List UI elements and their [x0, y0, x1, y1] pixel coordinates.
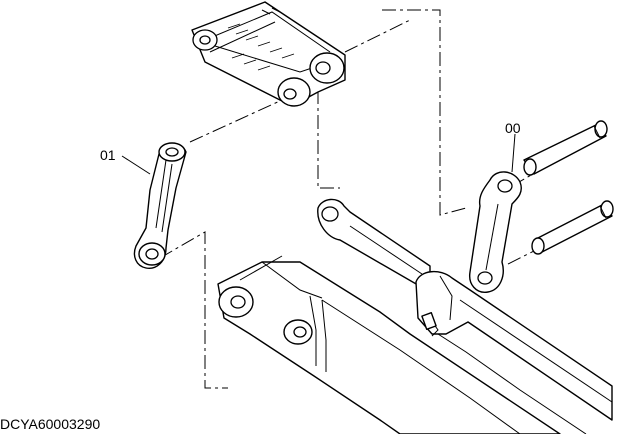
top-link-bracket [191, 1, 346, 107]
callout-01: 01 [100, 147, 151, 175]
link-01 [133, 142, 187, 269]
pin-lower [531, 200, 614, 255]
cylinder-rod [317, 198, 431, 293]
callout-00: 00 [505, 120, 521, 173]
cylinder-tube [415, 271, 613, 434]
arm [217, 255, 561, 434]
callout-00-label: 00 [505, 120, 521, 136]
link-00 [469, 171, 522, 293]
callout-01-label: 01 [100, 147, 116, 163]
drawing-code: DCYA60003290 [0, 416, 101, 432]
pin-upper [523, 120, 608, 176]
